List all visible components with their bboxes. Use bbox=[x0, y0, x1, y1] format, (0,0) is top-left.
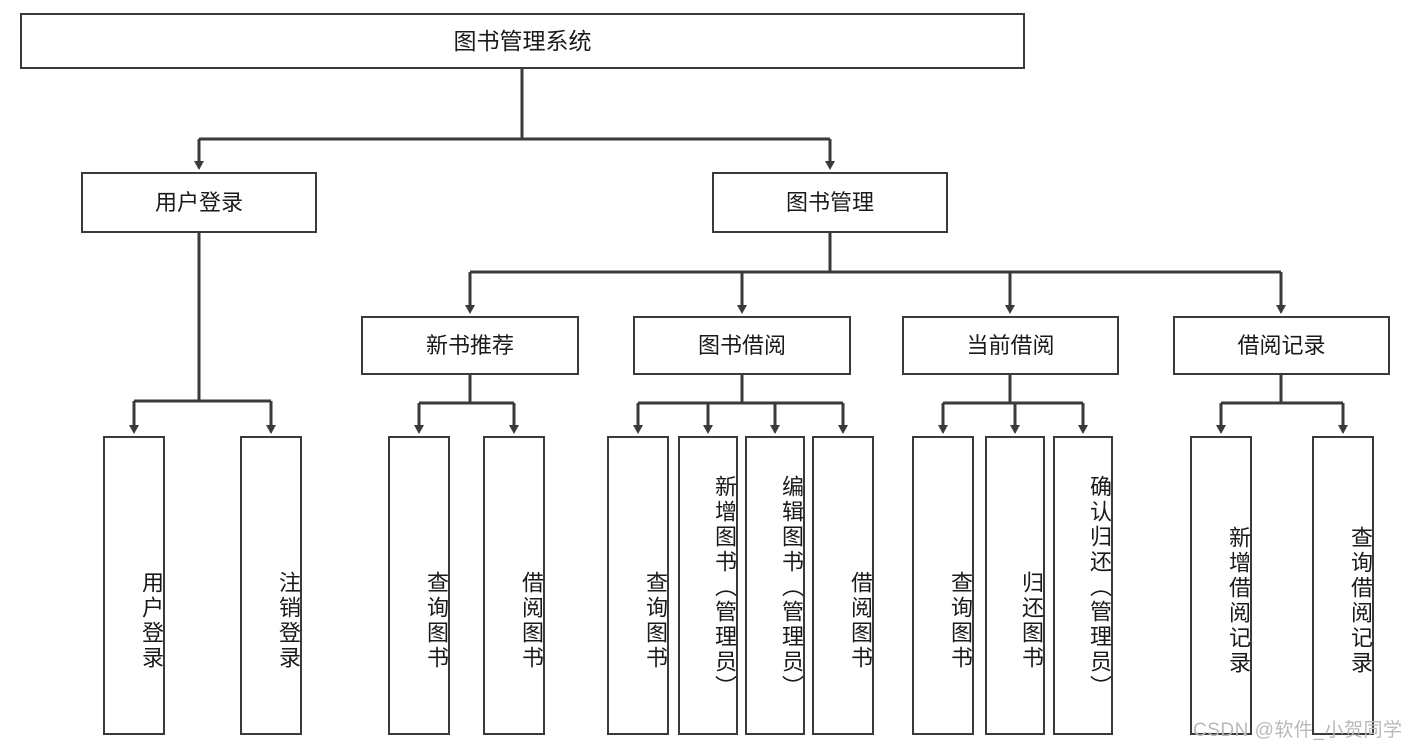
leaf-logout[interactable]: 注销登录 bbox=[240, 436, 302, 735]
node-user-login[interactable]: 用户登录 bbox=[81, 172, 317, 233]
node-current-borrow[interactable]: 当前借阅 bbox=[902, 316, 1119, 375]
node-book-borrow[interactable]: 图书借阅 bbox=[633, 316, 851, 375]
leaf-borrow-book-recommend[interactable]: 借阅图书 bbox=[483, 436, 545, 735]
node-new-book-recommend[interactable]: 新书推荐 bbox=[361, 316, 579, 375]
node-borrow-record[interactable]: 借阅记录 bbox=[1173, 316, 1390, 375]
node-root-system[interactable]: 图书管理系统 bbox=[20, 13, 1025, 69]
node-book-management[interactable]: 图书管理 bbox=[712, 172, 948, 233]
leaf-query-book-borrow[interactable]: 查询图书 bbox=[607, 436, 669, 735]
leaf-query-book-current[interactable]: 查询图书 bbox=[912, 436, 974, 735]
csdn-watermark: CSDN @软件_小贺同学 bbox=[1193, 720, 1403, 741]
leaf-query-borrow-record[interactable]: 查询借阅记录 bbox=[1312, 436, 1374, 735]
leaf-query-book-recommend[interactable]: 查询图书 bbox=[388, 436, 450, 735]
leaf-add-book-admin[interactable]: 新增图书（管理员） bbox=[678, 436, 738, 735]
leaf-user-login[interactable]: 用户登录 bbox=[103, 436, 165, 735]
leaf-confirm-return-admin[interactable]: 确认归还（管理员） bbox=[1053, 436, 1113, 735]
leaf-borrow-book[interactable]: 借阅图书 bbox=[812, 436, 874, 735]
leaf-return-book[interactable]: 归还图书 bbox=[985, 436, 1045, 735]
leaf-add-borrow-record[interactable]: 新增借阅记录 bbox=[1190, 436, 1252, 735]
leaf-edit-book-admin[interactable]: 编辑图书（管理员） bbox=[745, 436, 805, 735]
